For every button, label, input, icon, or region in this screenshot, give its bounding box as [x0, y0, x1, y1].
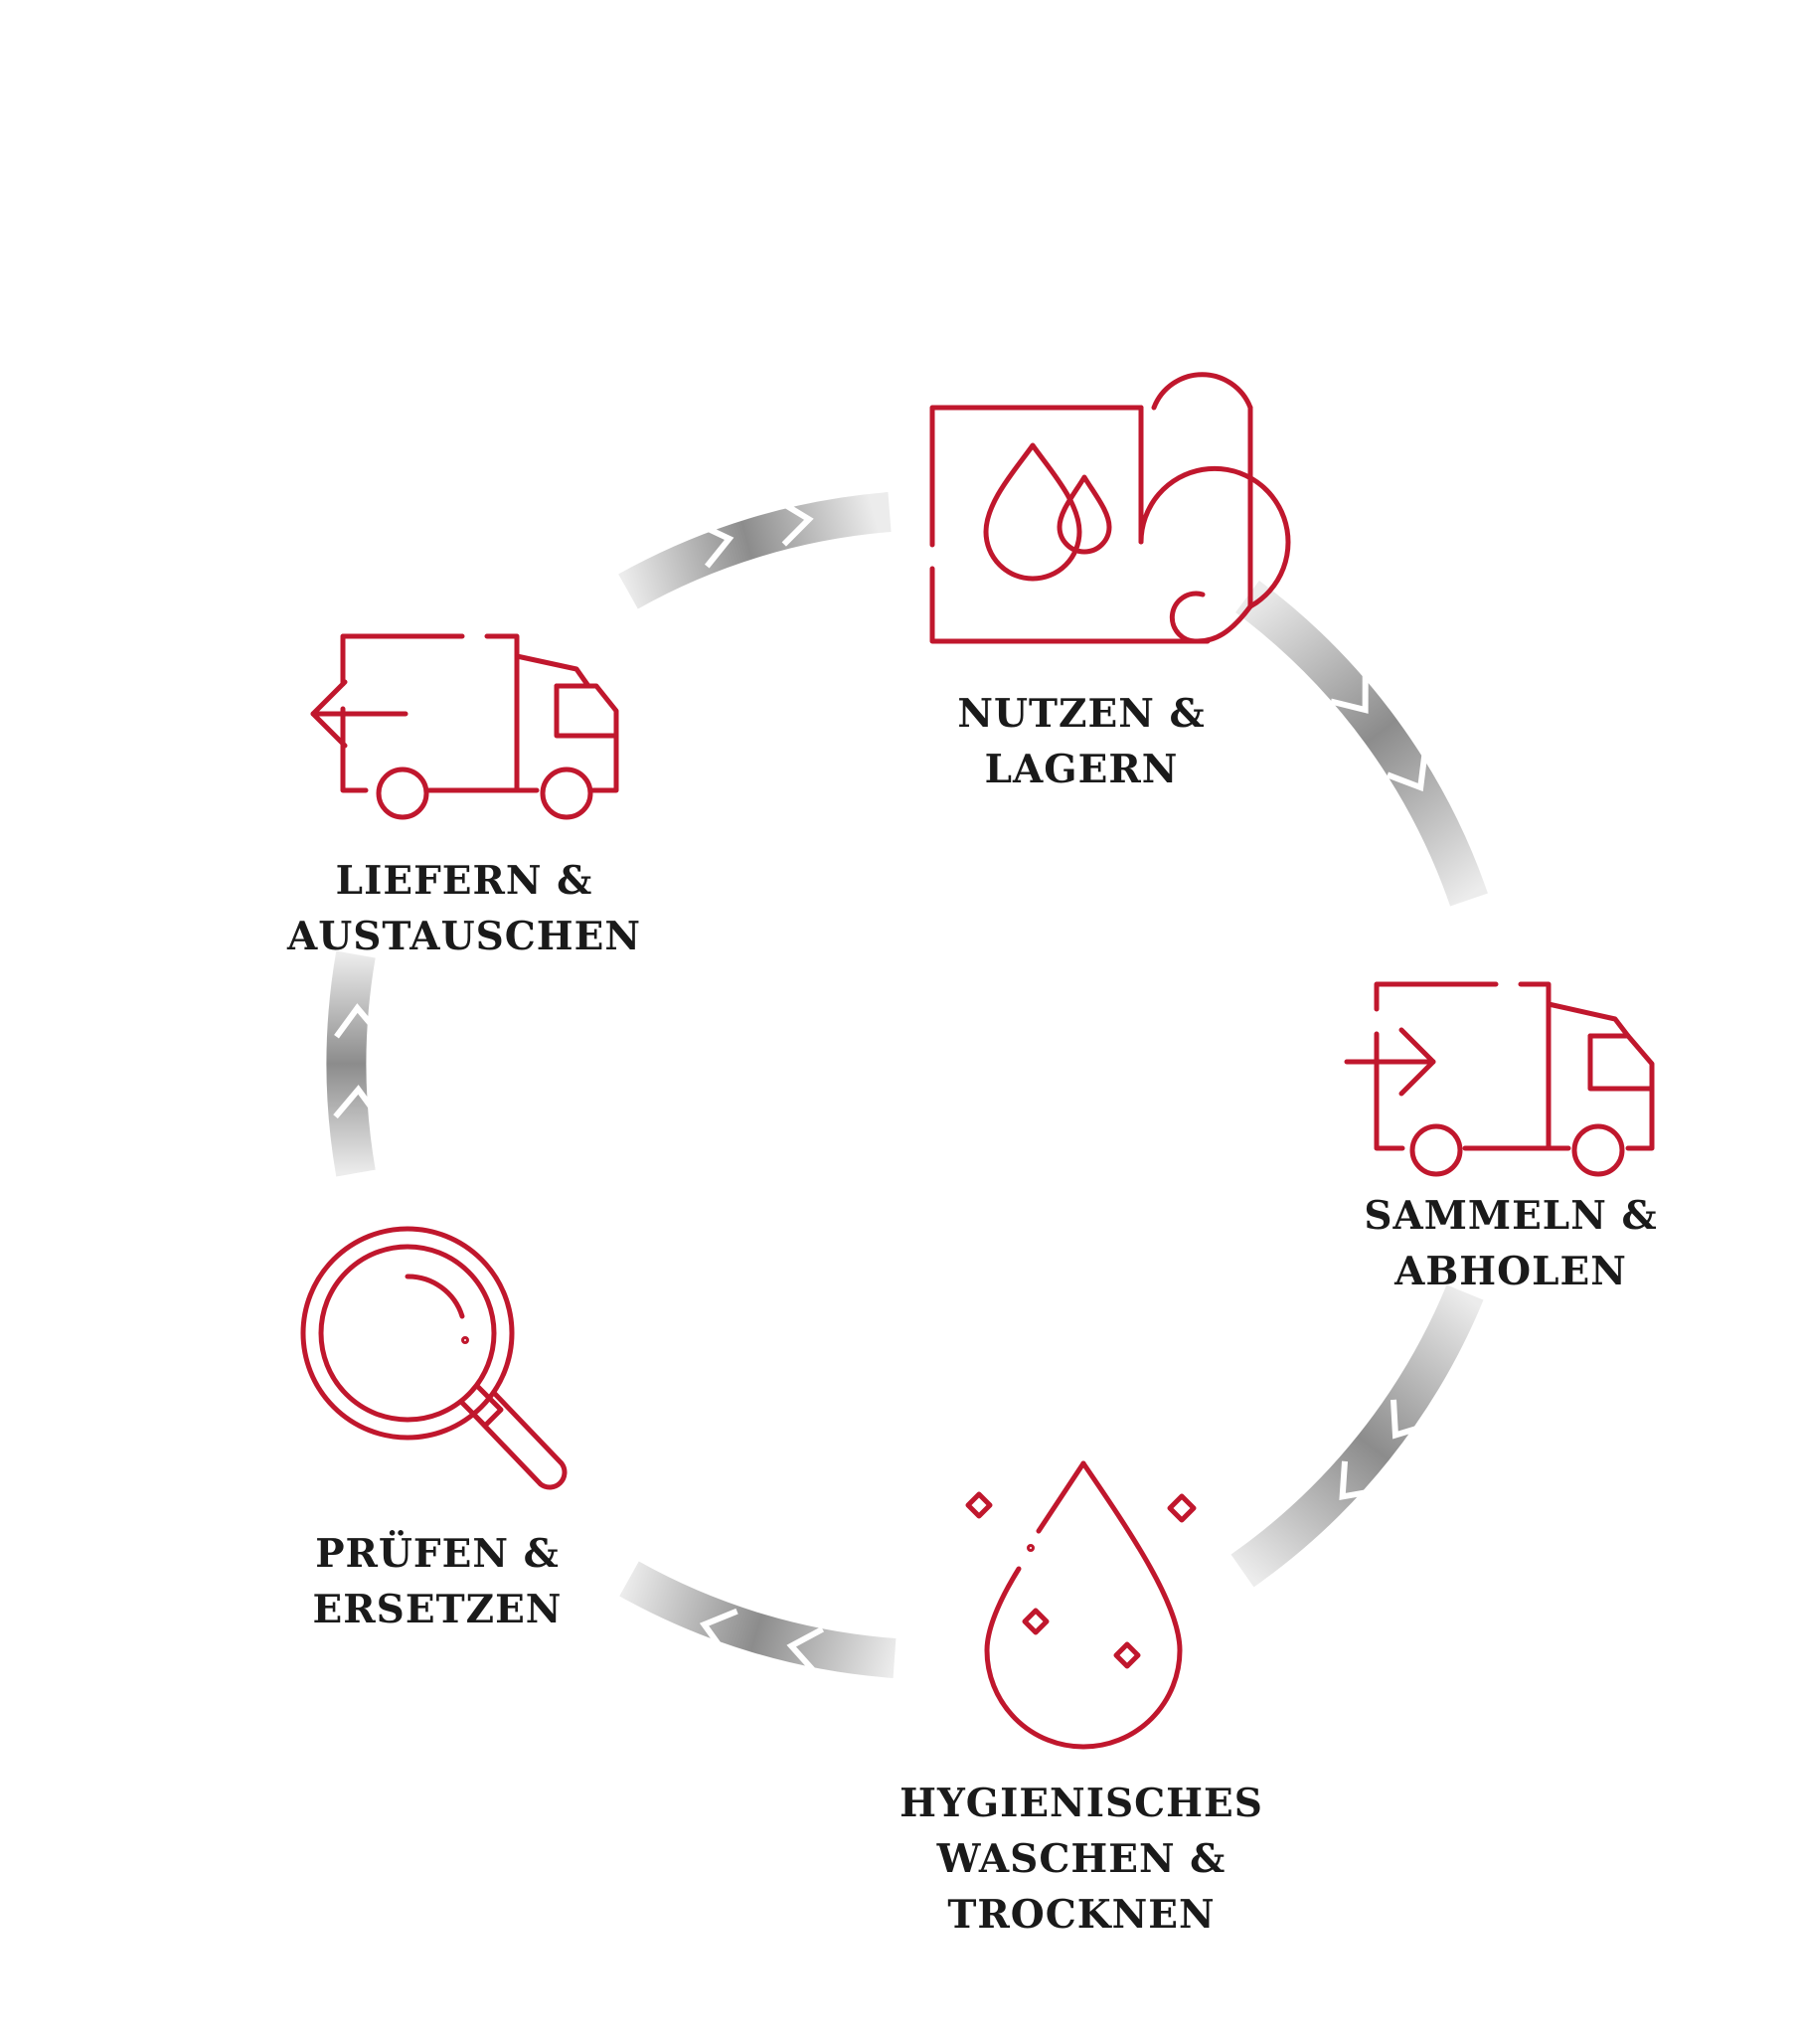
cycle-chevron: [786, 1626, 825, 1675]
magnifier-icon: [300, 1226, 568, 1490]
truck-arrow-out-icon: [310, 633, 619, 820]
cycle-chevron: [1330, 674, 1369, 714]
cycle-chevron: [1386, 752, 1428, 792]
cycle-chevron: [334, 1003, 383, 1039]
step-label-sammeln: SAMMELN & ABHOLEN: [1364, 1193, 1658, 1294]
cycle-chevron: [699, 1608, 738, 1655]
cycle-arc-5: [326, 950, 376, 1177]
cycle-chevron: [696, 520, 735, 569]
cycle-chevron: [1390, 1399, 1430, 1440]
cycle-chevron: [1339, 1460, 1379, 1501]
cycle-chevron: [333, 1085, 382, 1120]
cycle-arc-1: [618, 492, 892, 609]
step-label-pruefen: PRÜFEN & ERSETZEN: [312, 1531, 563, 1632]
cycle-chevron: [776, 498, 814, 547]
cycle-arc-3: [1230, 1284, 1484, 1588]
truck-arrow-in-icon: [1344, 981, 1655, 1177]
water-drop-sparkle-icon: [965, 1460, 1197, 1750]
step-label-waschen: HYGIENISCHES WASCHEN & TROCKNEN: [900, 1781, 1263, 1938]
cycle-arc-4: [619, 1561, 897, 1678]
cycle-arc-2: [1235, 580, 1488, 907]
step-label-liefern: LIEFERN & AUSTAUSCHEN: [286, 858, 642, 959]
carpet-roll-drops-icon: [929, 372, 1291, 644]
step-label-nutzen: NUTZEN & LAGERN: [957, 691, 1206, 792]
